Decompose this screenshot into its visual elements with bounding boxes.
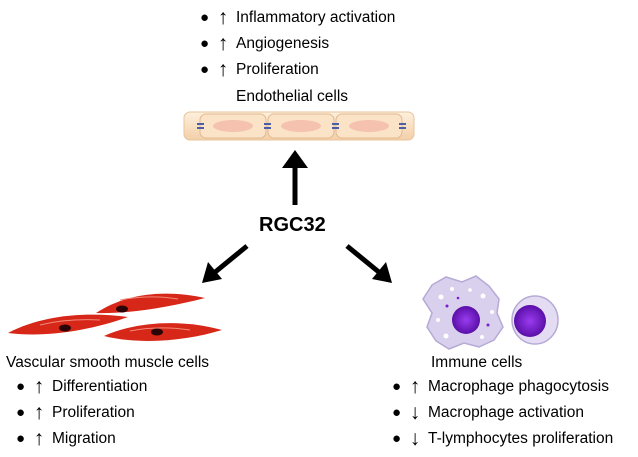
bullet-icon: ● — [200, 9, 210, 26]
up-arrow-icon: ↑ — [217, 32, 229, 55]
effect-text: Macrophage phagocytosis — [428, 378, 609, 395]
endothelial-cells-illustration — [183, 111, 415, 141]
list-item: ● ↓ T-lymphocytes proliferation — [392, 426, 613, 452]
bullet-icon: ● — [392, 430, 402, 447]
arrow-down-right-icon — [345, 244, 392, 283]
up-arrow-icon: ↑ — [217, 58, 229, 81]
center-label: RGC32 — [259, 214, 326, 236]
bullet-icon: ● — [16, 404, 26, 421]
vsmc-effects-list: ● ↑ Differentiation ● ↑ Proliferation ● … — [16, 374, 147, 452]
list-item: ● ↑ Inflammatory activation — [200, 5, 395, 31]
immune-title: Immune cells — [431, 354, 523, 371]
effect-text: Inflammatory activation — [236, 9, 396, 26]
up-arrow-icon: ↑ — [33, 427, 45, 450]
vsmc-title: Vascular smooth muscle cells — [6, 354, 210, 371]
effect-text: Angiogenesis — [236, 35, 330, 52]
bullet-icon: ● — [200, 35, 210, 52]
down-arrow-icon: ↓ — [409, 427, 421, 450]
endothelial-title: Endothelial cells — [236, 88, 349, 105]
effect-text: Macrophage activation — [428, 404, 584, 421]
down-arrow-icon: ↓ — [409, 401, 421, 424]
list-item: ● ↑ Angiogenesis — [200, 31, 395, 57]
effect-text: Differentiation — [52, 378, 148, 395]
effect-text: Migration — [52, 430, 116, 447]
bullet-icon: ● — [200, 61, 210, 78]
up-arrow-icon: ↑ — [409, 375, 421, 398]
arrow-up-icon — [282, 150, 308, 205]
bullet-icon: ● — [16, 378, 26, 395]
list-item: ● ↓ Macrophage activation — [392, 400, 613, 426]
up-arrow-icon: ↑ — [33, 401, 45, 424]
effect-text: Proliferation — [52, 404, 135, 421]
macrophage-illustration — [422, 275, 504, 350]
effect-text: Proliferation — [236, 61, 319, 78]
lymphocyte-illustration — [511, 295, 559, 345]
immune-effects-list: ● ↑ Macrophage phagocytosis ● ↓ Macropha… — [392, 374, 613, 452]
effect-text: T-lymphocytes proliferation — [428, 430, 614, 447]
bullet-icon: ● — [392, 378, 402, 395]
endothelial-effects-list: ● ↑ Inflammatory activation ● ↑ Angiogen… — [200, 5, 395, 83]
bullet-icon: ● — [16, 430, 26, 447]
list-item: ● ↑ Differentiation — [16, 374, 147, 400]
smooth-muscle-cells-illustration — [8, 293, 222, 341]
bullet-icon: ● — [392, 404, 402, 421]
list-item: ● ↑ Migration — [16, 426, 147, 452]
list-item: ● ↑ Macrophage phagocytosis — [392, 374, 613, 400]
up-arrow-icon: ↑ — [33, 375, 45, 398]
list-item: ● ↑ Proliferation — [200, 57, 395, 83]
up-arrow-icon: ↑ — [217, 6, 229, 29]
list-item: ● ↑ Proliferation — [16, 400, 147, 426]
arrow-down-left-icon — [202, 244, 249, 283]
